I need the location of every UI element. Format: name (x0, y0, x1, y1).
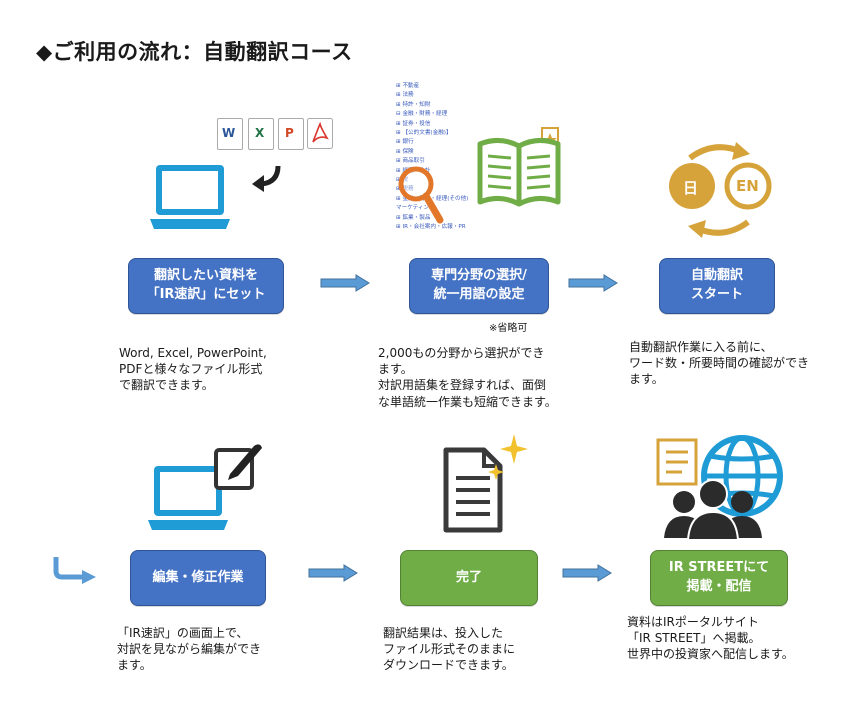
magnifier-icon (398, 166, 444, 224)
translation-cycle-icon (669, 142, 772, 238)
tree-item: ⊞ 金融・財務・経理(その他) (396, 195, 469, 202)
source-language-label: 日 (683, 179, 699, 197)
target-language-label: EN (736, 177, 759, 195)
step-edit-desc: 「IR速訳」の画面上で、 対訳を見ながら編集ができ ます。 (117, 626, 262, 673)
flow-arrow (568, 274, 618, 292)
page-title: ◆ご利用の流れ：自動翻訳コース (36, 40, 353, 64)
step-label-line: 専門分野の選択/ (431, 268, 527, 284)
step-complete: 完了 (400, 550, 538, 606)
excel-file-icon: X (248, 118, 274, 150)
tree-item: ⊞ 商品取引 (396, 158, 425, 165)
tree-item: ⊞ 鉱業・製品 (396, 214, 431, 221)
step-edit: 編集・修正作業 (130, 550, 266, 606)
step-publish-label: IR STREETにて 掲載・配信 (669, 559, 769, 597)
tree-item: ⊞ 証券・投信 (396, 120, 431, 127)
step-start-translation-desc: 自動翻訳作業に入る前に、 ワード数・所要時間の確認ができ ます。 (629, 340, 810, 387)
powerpoint-letter: P (285, 126, 294, 140)
step-label-line: 自動翻訳 (690, 268, 743, 284)
excel-letter: X (255, 126, 265, 140)
return-flow-arrow (53, 557, 96, 584)
flow-arrow (320, 274, 370, 292)
step-complete-label: 完了 (455, 569, 482, 585)
powerpoint-file-icon: P (278, 118, 304, 150)
tree-item: ⊞ 銀行 (396, 139, 414, 146)
word-letter: W (222, 126, 236, 140)
step-start-translation: 自動翻訳 スタート (659, 258, 775, 314)
step-set-document-label: 翻訳したい資料を 「IR速訳」にセット (147, 267, 266, 305)
step-label-line: 統一用語の設定 (433, 287, 525, 302)
document-icon (443, 434, 528, 533)
tree-item: ⊞ IR・会社案内・広報・PR (396, 224, 466, 231)
laptop-icon (148, 466, 228, 530)
step-label-line: 掲載・配信 (686, 579, 752, 594)
optional-note: ※省略可 (489, 323, 528, 334)
step-select-field: 専門分野の選択/ 統一用語の設定 (409, 258, 549, 314)
step-label-line: 「IR速訳」にセット (146, 287, 266, 302)
step-set-document: 翻訳したい資料を 「IR速訳」にセット (128, 258, 284, 314)
step-label-line: 翻訳したい資料を (153, 268, 258, 284)
word-file-icon: W (217, 118, 243, 150)
tree-item: ⊟ 金融・財務・経理 (396, 111, 448, 118)
step-set-document-desc: Word, Excel, PowerPoint, PDFと様々なファイル形式 で… (119, 346, 267, 393)
investors-globe-icon (656, 435, 783, 541)
edit-note-icon (214, 444, 262, 490)
pdf-file-icon (307, 118, 333, 149)
tree-item: ⊞ 税務 (396, 186, 414, 193)
step-publish-desc: 資料はIRポータルサイト 「IR STREET」へ掲載。 世界中の投資家へ配信し… (627, 615, 794, 662)
tree-item: ⊞ 保険 (396, 148, 414, 155)
flow-arrow (562, 564, 612, 582)
step-start-translation-label: 自動翻訳 スタート (691, 267, 743, 305)
step-publish: IR STREETにて 掲載・配信 (650, 550, 788, 606)
tree-item: ⊞ 特許・知財 (396, 101, 431, 108)
step-complete-desc: 翻訳結果は、投入した ファイル形式そのままに ダウンロードできます。 (383, 626, 516, 673)
return-arrow-icon (252, 165, 281, 192)
tree-item: ⊞ 不動産 (396, 83, 420, 89)
tree-item: ⊞ 【公的文書(金融)】 (396, 130, 452, 137)
open-book-icon (477, 127, 561, 207)
step-select-field-label: 専門分野の選択/ 統一用語の設定 (431, 267, 527, 305)
step-select-field-desc: 2,000もの分野から選択ができ ます。 対訳用語集を登録すれば、面倒 な単語統… (378, 346, 557, 409)
category-tree: ⊞ 不動産 ⊞ 法務 ⊞ 特許・知財 ⊟ 金融・財務・経理 ⊞ 証券・投信 ⊞ … (396, 82, 506, 233)
tree-item: ⊞ 法務 (396, 92, 414, 99)
flow-arrow (308, 564, 358, 582)
step-label-line: IR STREETにて (668, 560, 770, 576)
step-label-line: スタート (690, 287, 743, 302)
step-edit-label: 編集・修正作業 (152, 569, 244, 585)
tree-item: マーケティング (396, 205, 435, 212)
laptop-icon (150, 165, 230, 229)
